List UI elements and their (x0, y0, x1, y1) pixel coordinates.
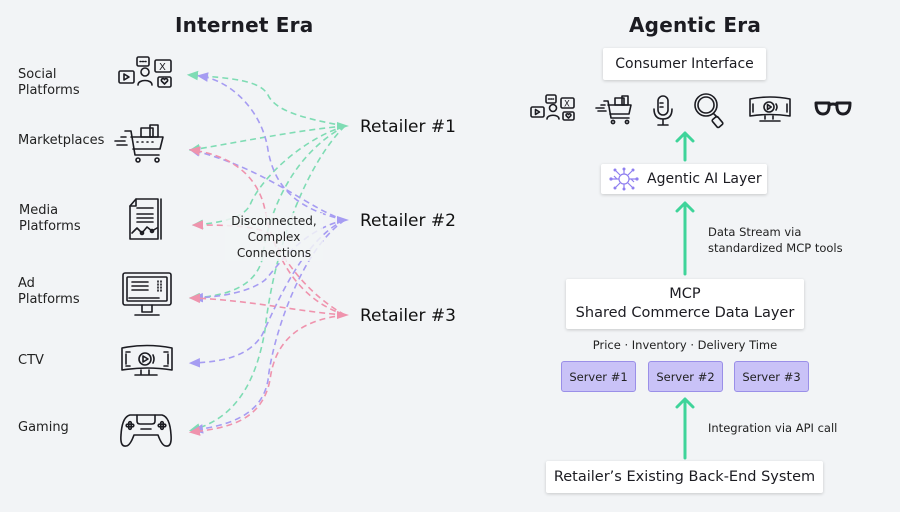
agentic-ai-layer-box: Agentic AI Layer (601, 164, 767, 194)
microphone-icon (653, 95, 673, 126)
r3-arrowhead (337, 311, 349, 319)
link-r3-ad (188, 293, 346, 316)
server-1: Server #1 (561, 361, 636, 392)
r2-arrowhead (337, 216, 349, 224)
server-3: Server #3 (734, 361, 809, 392)
retailer-2-label: Retailer #2 (360, 211, 456, 231)
arrow-mcp-to-ai (675, 201, 695, 276)
mcp-attributes: Price · Inventory · Delivery Time (592, 338, 778, 352)
arrow-ai-to-interface (675, 131, 695, 162)
svg-text:X: X (564, 100, 570, 110)
backend-system-box: Retailer’s Existing Back-End System (546, 461, 823, 493)
glasses-icon (814, 101, 852, 116)
social-media-icon: X (118, 56, 172, 88)
integration-note: Integration via API call (708, 421, 838, 435)
link-r3-market (188, 146, 346, 316)
agentic-era-title: Agentic Era (629, 13, 762, 37)
internet-era-title: Internet Era (175, 13, 314, 37)
curved-tv-icon (749, 96, 791, 122)
curved-tv-icon (121, 344, 173, 376)
link-r1-gaming (188, 125, 346, 433)
shopping-cart-icon (114, 124, 164, 163)
consumer-interface-box: Consumer Interface (603, 48, 766, 80)
retailer-1-label: Retailer #1 (360, 117, 456, 137)
link-r2-gaming (191, 219, 346, 434)
mcp-data-layer-box: MCP Shared Commerce Data Layer (566, 279, 804, 329)
r1-arrowhead (337, 122, 349, 130)
magnifier-icon (694, 93, 724, 129)
platform-label-marketplaces: Marketplaces (18, 133, 105, 148)
svg-text:X: X (159, 62, 166, 73)
center-note: Disconnected, Complex Connections (225, 213, 323, 261)
gamepad-icon (120, 414, 172, 447)
social-media-icon: X (530, 94, 575, 121)
monitor-ad-icon (122, 272, 172, 316)
arrow-backend-to-servers (675, 397, 695, 460)
data-stream-note: Data Stream via standardized MCP tools (708, 225, 843, 255)
neural-network-icon (609, 167, 639, 191)
link-r2-market (188, 147, 346, 221)
platform-label-ctv: CTV (18, 353, 44, 368)
document-chart-icon (129, 198, 162, 240)
link-r1-social (186, 70, 346, 127)
shopping-cart-icon (595, 95, 632, 125)
link-r1-ad (188, 125, 346, 303)
server-2: Server #2 (648, 361, 723, 392)
retailer-3-label: Retailer #3 (360, 306, 456, 326)
link-r2-social (196, 72, 346, 221)
agentic-ai-layer-label: Agentic AI Layer (647, 171, 762, 187)
link-r1-market (188, 125, 346, 154)
platform-label-gaming: Gaming (18, 420, 69, 435)
